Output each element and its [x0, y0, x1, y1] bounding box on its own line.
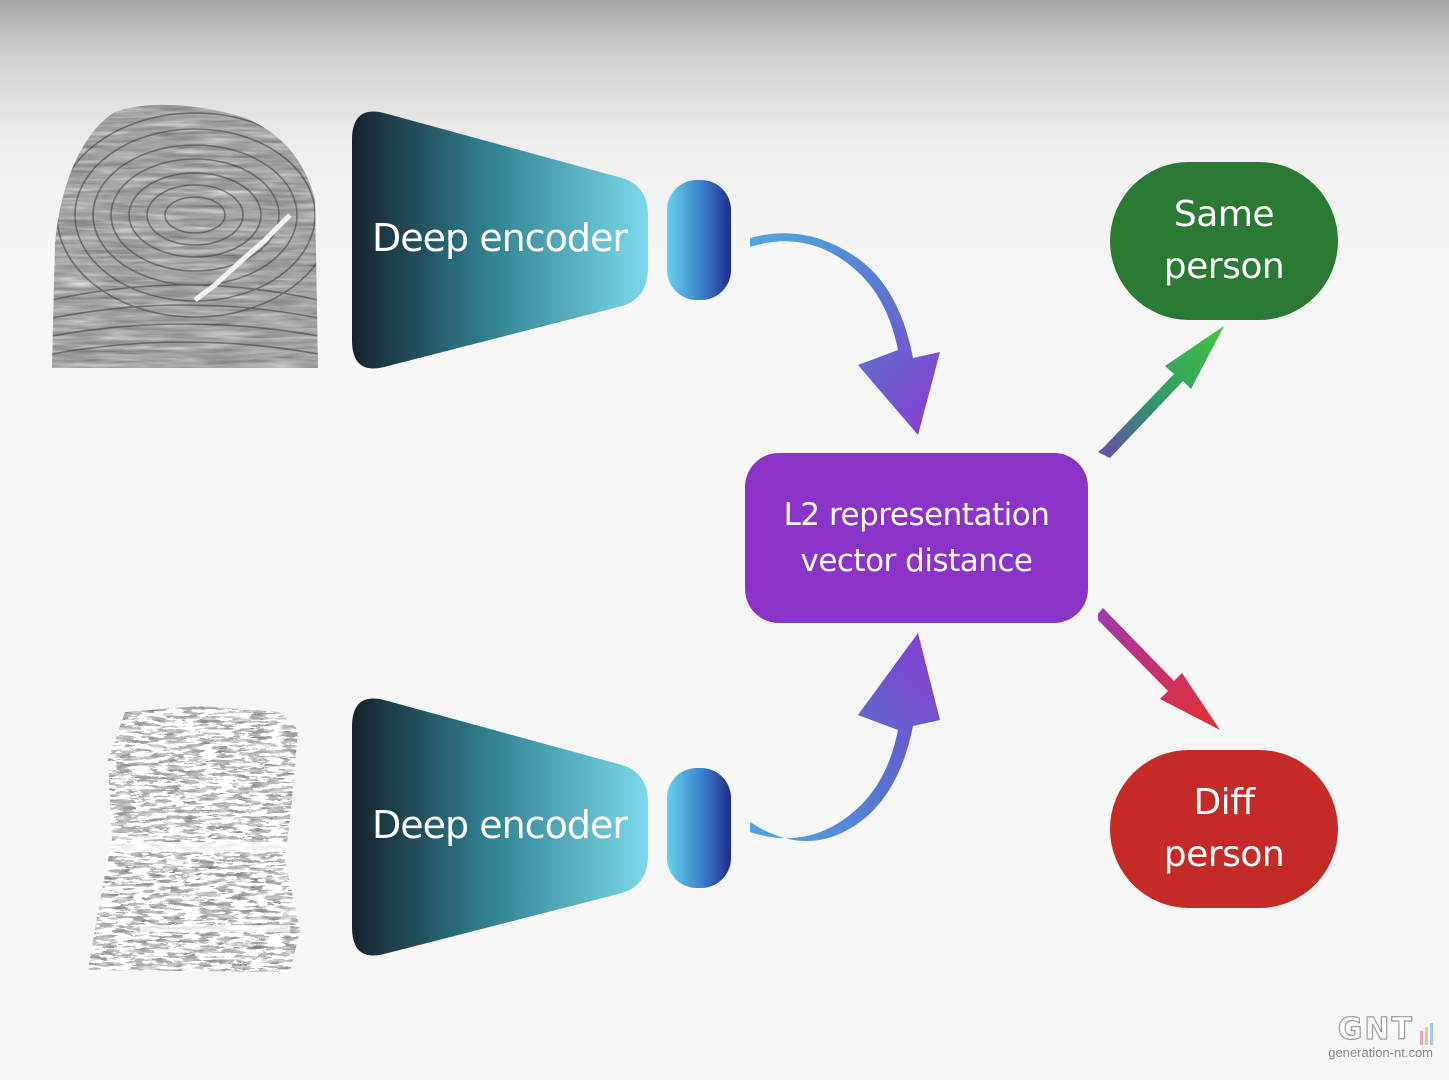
distance-box: L2 representation vector distance	[745, 453, 1088, 623]
fingerprint-image-top	[52, 104, 318, 368]
same-person-outcome: Same person	[1110, 162, 1338, 320]
watermark-url: generation-nt.com	[1328, 1045, 1433, 1060]
watermark: GNT generation-nt.com	[1328, 1012, 1433, 1060]
encoder-label-top: Deep encoder	[372, 216, 628, 260]
distance-box-line2: vector distance	[800, 543, 1033, 579]
diff-person-outcome: Diff person	[1110, 750, 1338, 908]
watermark-logo: GNT	[1328, 1012, 1433, 1047]
embedding-vector-top	[667, 180, 731, 300]
watermark-bars-icon	[1418, 1015, 1433, 1045]
distance-box-line1: L2 representation	[783, 497, 1050, 533]
arrow-to-same-person	[1098, 326, 1224, 458]
same-person-line1: Same	[1173, 194, 1275, 235]
encoder-label-bottom: Deep encoder	[372, 803, 628, 847]
curved-arrow-bottom	[750, 633, 940, 841]
watermark-logo-text: GNT	[1337, 1012, 1414, 1047]
fingerprint-image-bottom	[88, 706, 300, 972]
arrow-to-diff-person	[1098, 608, 1220, 730]
diff-person-line1: Diff	[1193, 782, 1255, 823]
encoder-trapezoid-top	[352, 111, 648, 369]
embedding-vector-bottom	[667, 768, 731, 888]
same-person-line2: person	[1163, 246, 1285, 287]
encoder-trapezoid-bottom	[352, 698, 648, 956]
diff-person-line2: person	[1163, 834, 1285, 875]
curved-arrow-top	[750, 233, 940, 435]
